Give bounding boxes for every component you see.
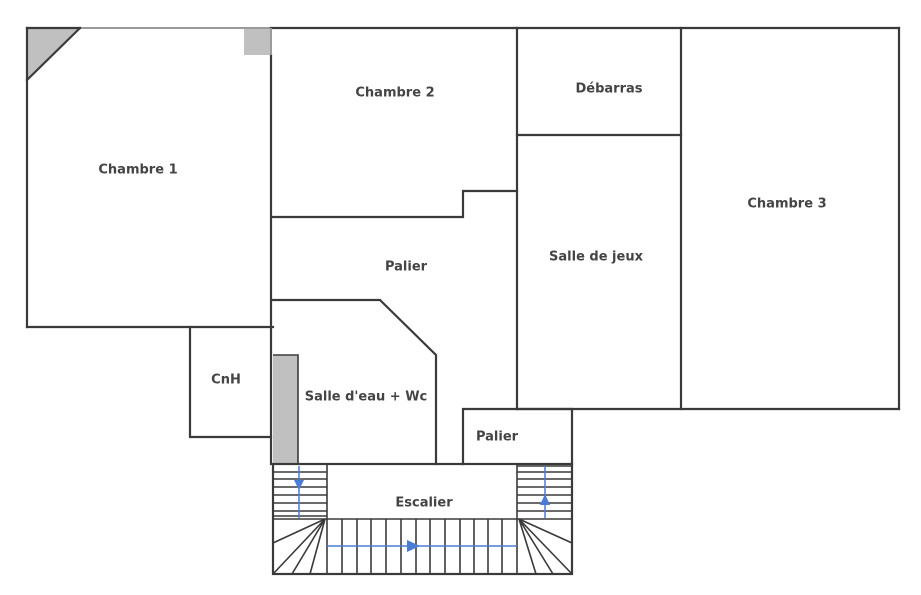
room-label-salle-eau: Salle d'eau + Wc [305,390,428,405]
partition-outline [273,354,299,464]
room-label-cnh: CnH [211,373,241,388]
stair-right-winders [518,518,573,575]
room-label-chambre1: Chambre 1 [98,163,177,178]
room-label-palier2: Palier [476,430,519,445]
room-label-chambre2: Chambre 2 [355,86,434,101]
room-label-salle-jeux: Salle de jeux [549,250,644,265]
salle-eau-wall [271,298,438,466]
room-label-debarras: Débarras [575,82,642,97]
stair-left-treads [273,471,327,517]
partition-fill [273,355,298,464]
room-label-palier: Palier [385,260,428,275]
duct-square [244,28,271,55]
arrow-up-icon [540,494,550,505]
stair-direction-arrows [294,466,550,552]
stair-left-winders [272,518,326,575]
corner-diagonal-wall [25,26,82,82]
room-label-escalier: Escalier [395,496,453,511]
chambre2-bottom-wall [271,189,519,219]
arrow-right-icon [407,540,420,552]
cnh-wall [188,325,273,439]
room-label-chambre3: Chambre 3 [747,197,826,212]
palier2-wall [461,407,574,466]
arrow-down-icon [294,480,304,490]
